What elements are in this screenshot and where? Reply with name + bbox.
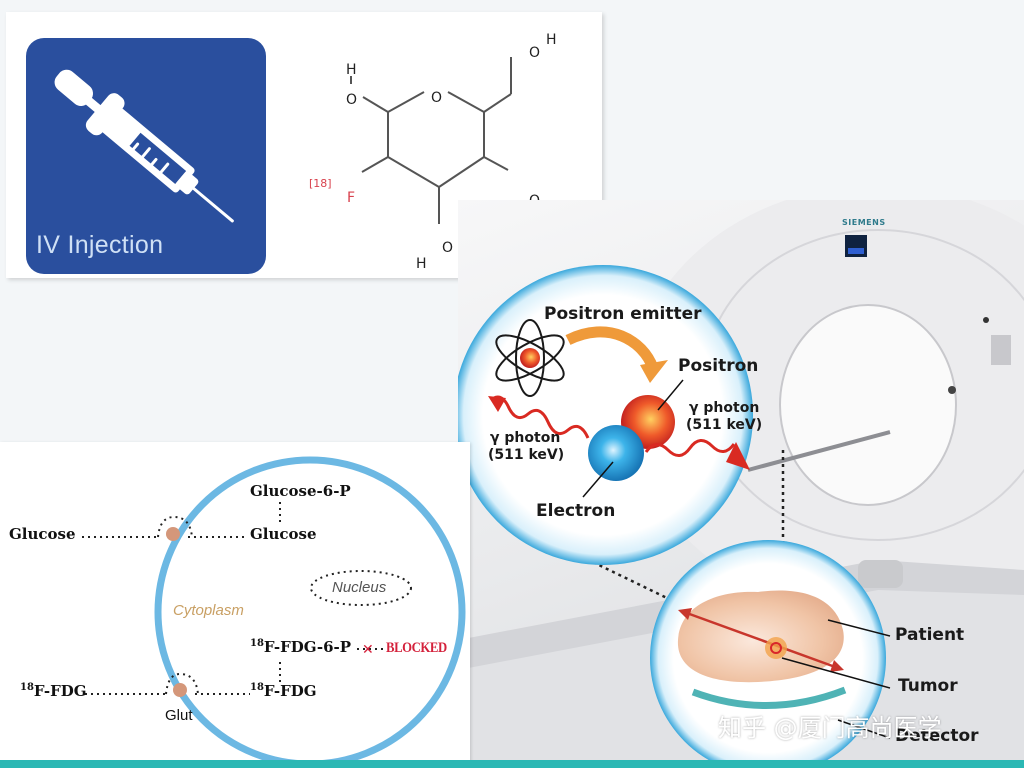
gantry-bore	[779, 304, 957, 506]
syringe-icon	[54, 69, 234, 223]
atom-o-bottom: O	[442, 240, 453, 256]
label-positron: Positron	[678, 356, 759, 376]
label-nucleus: Nucleus	[332, 579, 387, 596]
detector-ring	[691, 686, 847, 709]
label-blocked: BLOCKED	[386, 640, 447, 656]
fdg-molecule-diagram: H O O O H [18] F O O H	[309, 32, 557, 272]
label-fdg-6p: 18F-FDG-6-P	[250, 638, 352, 656]
atom-h-bottom: H	[416, 256, 427, 272]
photon-right-wave	[644, 439, 736, 457]
label-cytoplasm: Cytoplasm	[173, 602, 244, 619]
atom-h-top-left: H	[346, 62, 357, 78]
atom-o-top-left: O	[346, 92, 357, 108]
label-photon-right-energy: (511 keV)	[686, 417, 763, 433]
nucleus-dot	[520, 348, 540, 368]
siemens-brand: SIEMENS	[842, 218, 886, 227]
patient-body	[677, 590, 844, 683]
label-fdg-inside: 18F-FDG	[250, 682, 317, 700]
atom-o-top-right: O	[529, 45, 540, 61]
isotope-label: [18]	[309, 177, 332, 190]
cell-uptake-diagram: ✕	[82, 456, 466, 762]
atom-o-ring: O	[431, 90, 442, 106]
label-photon-left: γ photon	[490, 430, 561, 446]
injection-panel: IV Injection H O O O H [18] F O O H	[6, 12, 602, 278]
label-photon-right: γ photon	[689, 400, 760, 416]
iv-injection-label: IV Injection	[36, 231, 164, 259]
nucleus-outline	[310, 570, 412, 606]
pet-scanner-panel: SIEMENS	[458, 200, 1024, 760]
iv-injection-card: IV Injection	[26, 38, 266, 274]
label-patient: Patient	[895, 625, 965, 645]
label-fdg-outside: 18F-FDG	[20, 682, 87, 700]
label-glucose-inside: Glucose	[250, 525, 317, 543]
tumor-spot	[765, 637, 787, 659]
atom-icon	[495, 319, 565, 397]
emission-arrow	[565, 326, 659, 371]
glucose-transporter	[166, 527, 180, 541]
electron-particle	[588, 425, 644, 481]
label-photon-left-energy: (511 keV)	[488, 447, 565, 463]
label-glut: Glut	[165, 707, 193, 724]
probe-rod	[747, 430, 891, 472]
coincidence-line	[683, 610, 839, 670]
atom-fluorine: F	[347, 190, 355, 206]
blocked-x-icon: ✕	[362, 642, 374, 658]
label-tumor: Tumor	[898, 676, 958, 696]
label-detector: Detector	[895, 726, 979, 746]
label-positron-emitter: Positron emitter	[544, 304, 702, 324]
accent-bar	[0, 760, 1024, 768]
watermark: 知乎 @厦门高尚医学	[718, 714, 942, 742]
glut-transporter	[173, 683, 187, 697]
cell-membrane	[154, 456, 466, 762]
fdg-uptake-panel: ✕ Glucose Glucose Glucose-6-P Nucleus Cy…	[0, 442, 470, 762]
photon-left-wave	[493, 395, 590, 439]
annihilation-bubble	[458, 265, 753, 565]
atom-h-top-right: H	[546, 32, 557, 48]
pet-scanner-illustration: SIEMENS	[458, 200, 1024, 760]
label-glucose-6p: Glucose-6-P	[250, 482, 351, 500]
label-glucose-outside: Glucose	[9, 525, 76, 543]
label-electron: Electron	[536, 501, 616, 521]
